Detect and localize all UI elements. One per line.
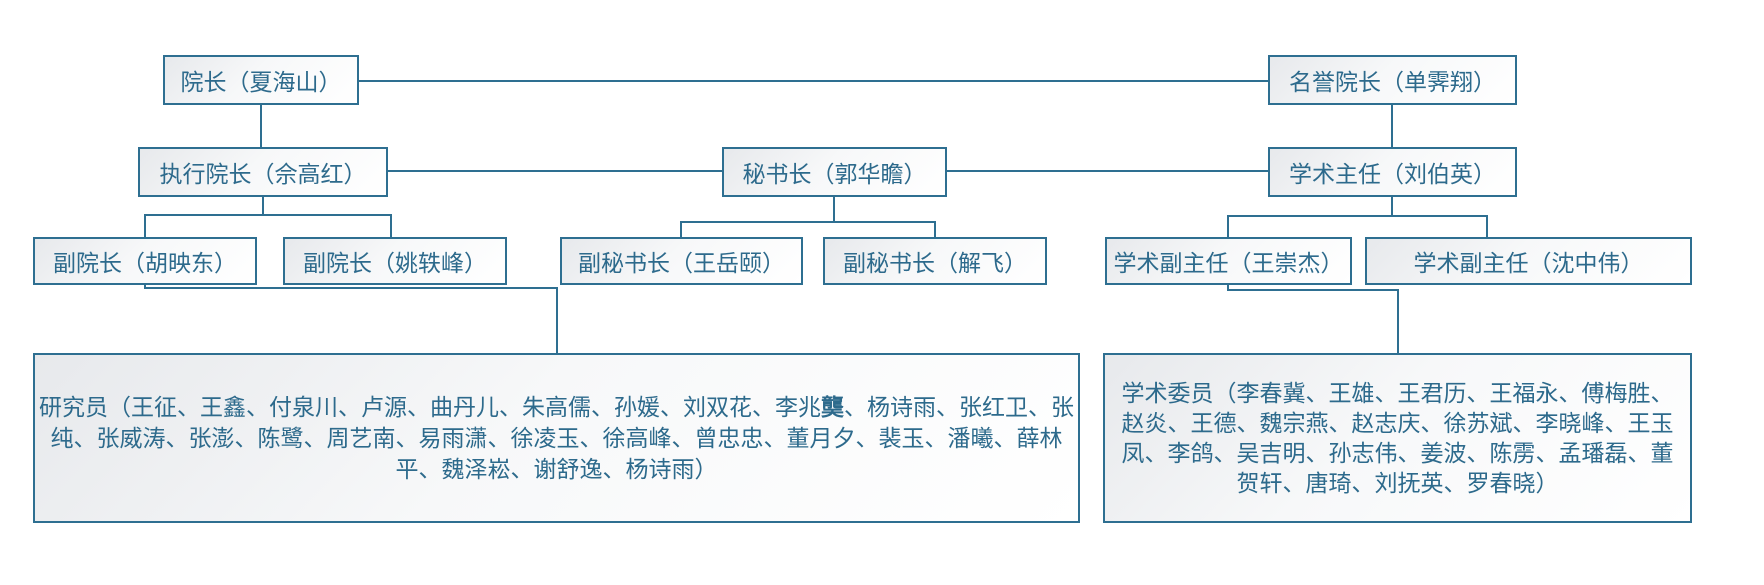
researchers-rare-character: 龑 <box>821 393 844 420</box>
connector-bar-to-researchers <box>144 287 558 289</box>
node-academic-deputy-2: 学术副主任（沈中伟） <box>1365 237 1692 285</box>
connector-dean-to-honorary <box>359 80 1268 82</box>
node-dean: 院长（夏海山） <box>163 55 359 105</box>
connector-drop-deputy-secretary-2 <box>934 221 936 237</box>
connector-honorary-down <box>1391 103 1393 149</box>
connector-secretary-down <box>833 196 835 223</box>
node-vice-dean-1: 副院长（胡映东） <box>33 237 257 285</box>
node-academic-deputy-1: 学术副主任（王崇杰） <box>1105 237 1352 285</box>
connector-executive-to-secretary <box>388 170 722 172</box>
connector-dean-down <box>260 103 262 149</box>
node-researchers-label: 研究员（王征、王鑫、付泉川、卢源、曲丹儿、朱高儒、孙媛、刘双花、李兆龑、杨诗雨、… <box>35 392 1078 485</box>
node-honorary-dean: 名誉院长（单霁翔） <box>1268 55 1517 105</box>
connector-drop-vice-dean-1 <box>144 214 146 237</box>
connector-bar-to-committee <box>1227 289 1399 291</box>
node-vice-dean-2: 副院长（姚轶峰） <box>283 237 507 285</box>
connector-bar-vice-deans <box>144 214 392 216</box>
node-deputy-secretary-1: 副秘书长（王岳颐） <box>560 237 803 285</box>
node-academic-director-label: 学术主任（刘伯英） <box>1289 161 1496 187</box>
connector-bar-academic-deputies <box>1227 215 1488 217</box>
node-honorary-dean-label: 名誉院长（单霁翔） <box>1289 69 1496 95</box>
researchers-text-part1: 研究员（王征、王鑫、付泉川、卢源、曲丹儿、朱高儒、孙媛、刘双花、李兆 <box>39 393 821 420</box>
connector-drop-committee <box>1397 289 1399 353</box>
connector-academic-director-down <box>1391 196 1393 217</box>
node-dean-label: 院长（夏海山） <box>180 69 342 95</box>
node-secretary-general: 秘书长（郭华瞻） <box>722 147 947 197</box>
node-academic-committee-label: 学术委员（李春冀、王雄、王君历、王福永、傅梅胜、赵炎、王德、魏宗燕、赵志庆、徐苏… <box>1121 380 1674 496</box>
node-deputy-secretary-2: 副秘书长（解飞） <box>823 237 1047 285</box>
node-academic-director: 学术主任（刘伯英） <box>1268 147 1517 197</box>
connector-drop-academic-deputy-1 <box>1227 215 1229 237</box>
node-researchers: 研究员（王征、王鑫、付泉川、卢源、曲丹儿、朱高儒、孙媛、刘双花、李兆龑、杨诗雨、… <box>33 353 1080 523</box>
connector-drop-deputy-secretary-1 <box>680 221 682 237</box>
node-deputy-secretary-1-label: 副秘书长（王岳颐） <box>578 250 785 276</box>
researchers-text-part2: 、杨诗雨、张红卫、张纯、张威涛、张澎、陈鹭、周艺南、易雨潇、徐凌玉、徐高峰、曾忠… <box>50 393 1075 482</box>
node-secretary-general-label: 秘书长（郭华瞻） <box>742 161 927 187</box>
node-deputy-secretary-2-label: 副秘书长（解飞） <box>843 250 1027 276</box>
node-vice-dean-2-label: 副院长（姚轶峰） <box>303 250 487 276</box>
node-academic-committee: 学术委员（李春冀、王雄、王君历、王福永、傅梅胜、赵炎、王德、魏宗燕、赵志庆、徐苏… <box>1103 353 1692 523</box>
connector-academic-deputy-1-stub <box>1227 285 1229 291</box>
connector-bar-deputy-secretaries <box>680 221 936 223</box>
connector-drop-vice-dean-2 <box>390 214 392 237</box>
node-vice-dean-1-label: 副院长（胡映东） <box>53 250 237 276</box>
node-executive-dean: 执行院长（佘高红） <box>138 147 388 197</box>
node-academic-deputy-1-label: 学术副主任（王崇杰） <box>1113 250 1344 276</box>
node-academic-deputy-2-label: 学术副主任（沈中伟） <box>1413 250 1644 276</box>
connector-secretary-to-academic <box>947 170 1268 172</box>
connector-drop-researchers <box>556 287 558 353</box>
connector-drop-academic-deputy-2 <box>1486 215 1488 237</box>
connector-executive-down <box>262 196 264 216</box>
node-executive-dean-label: 执行院长（佘高红） <box>159 161 367 187</box>
